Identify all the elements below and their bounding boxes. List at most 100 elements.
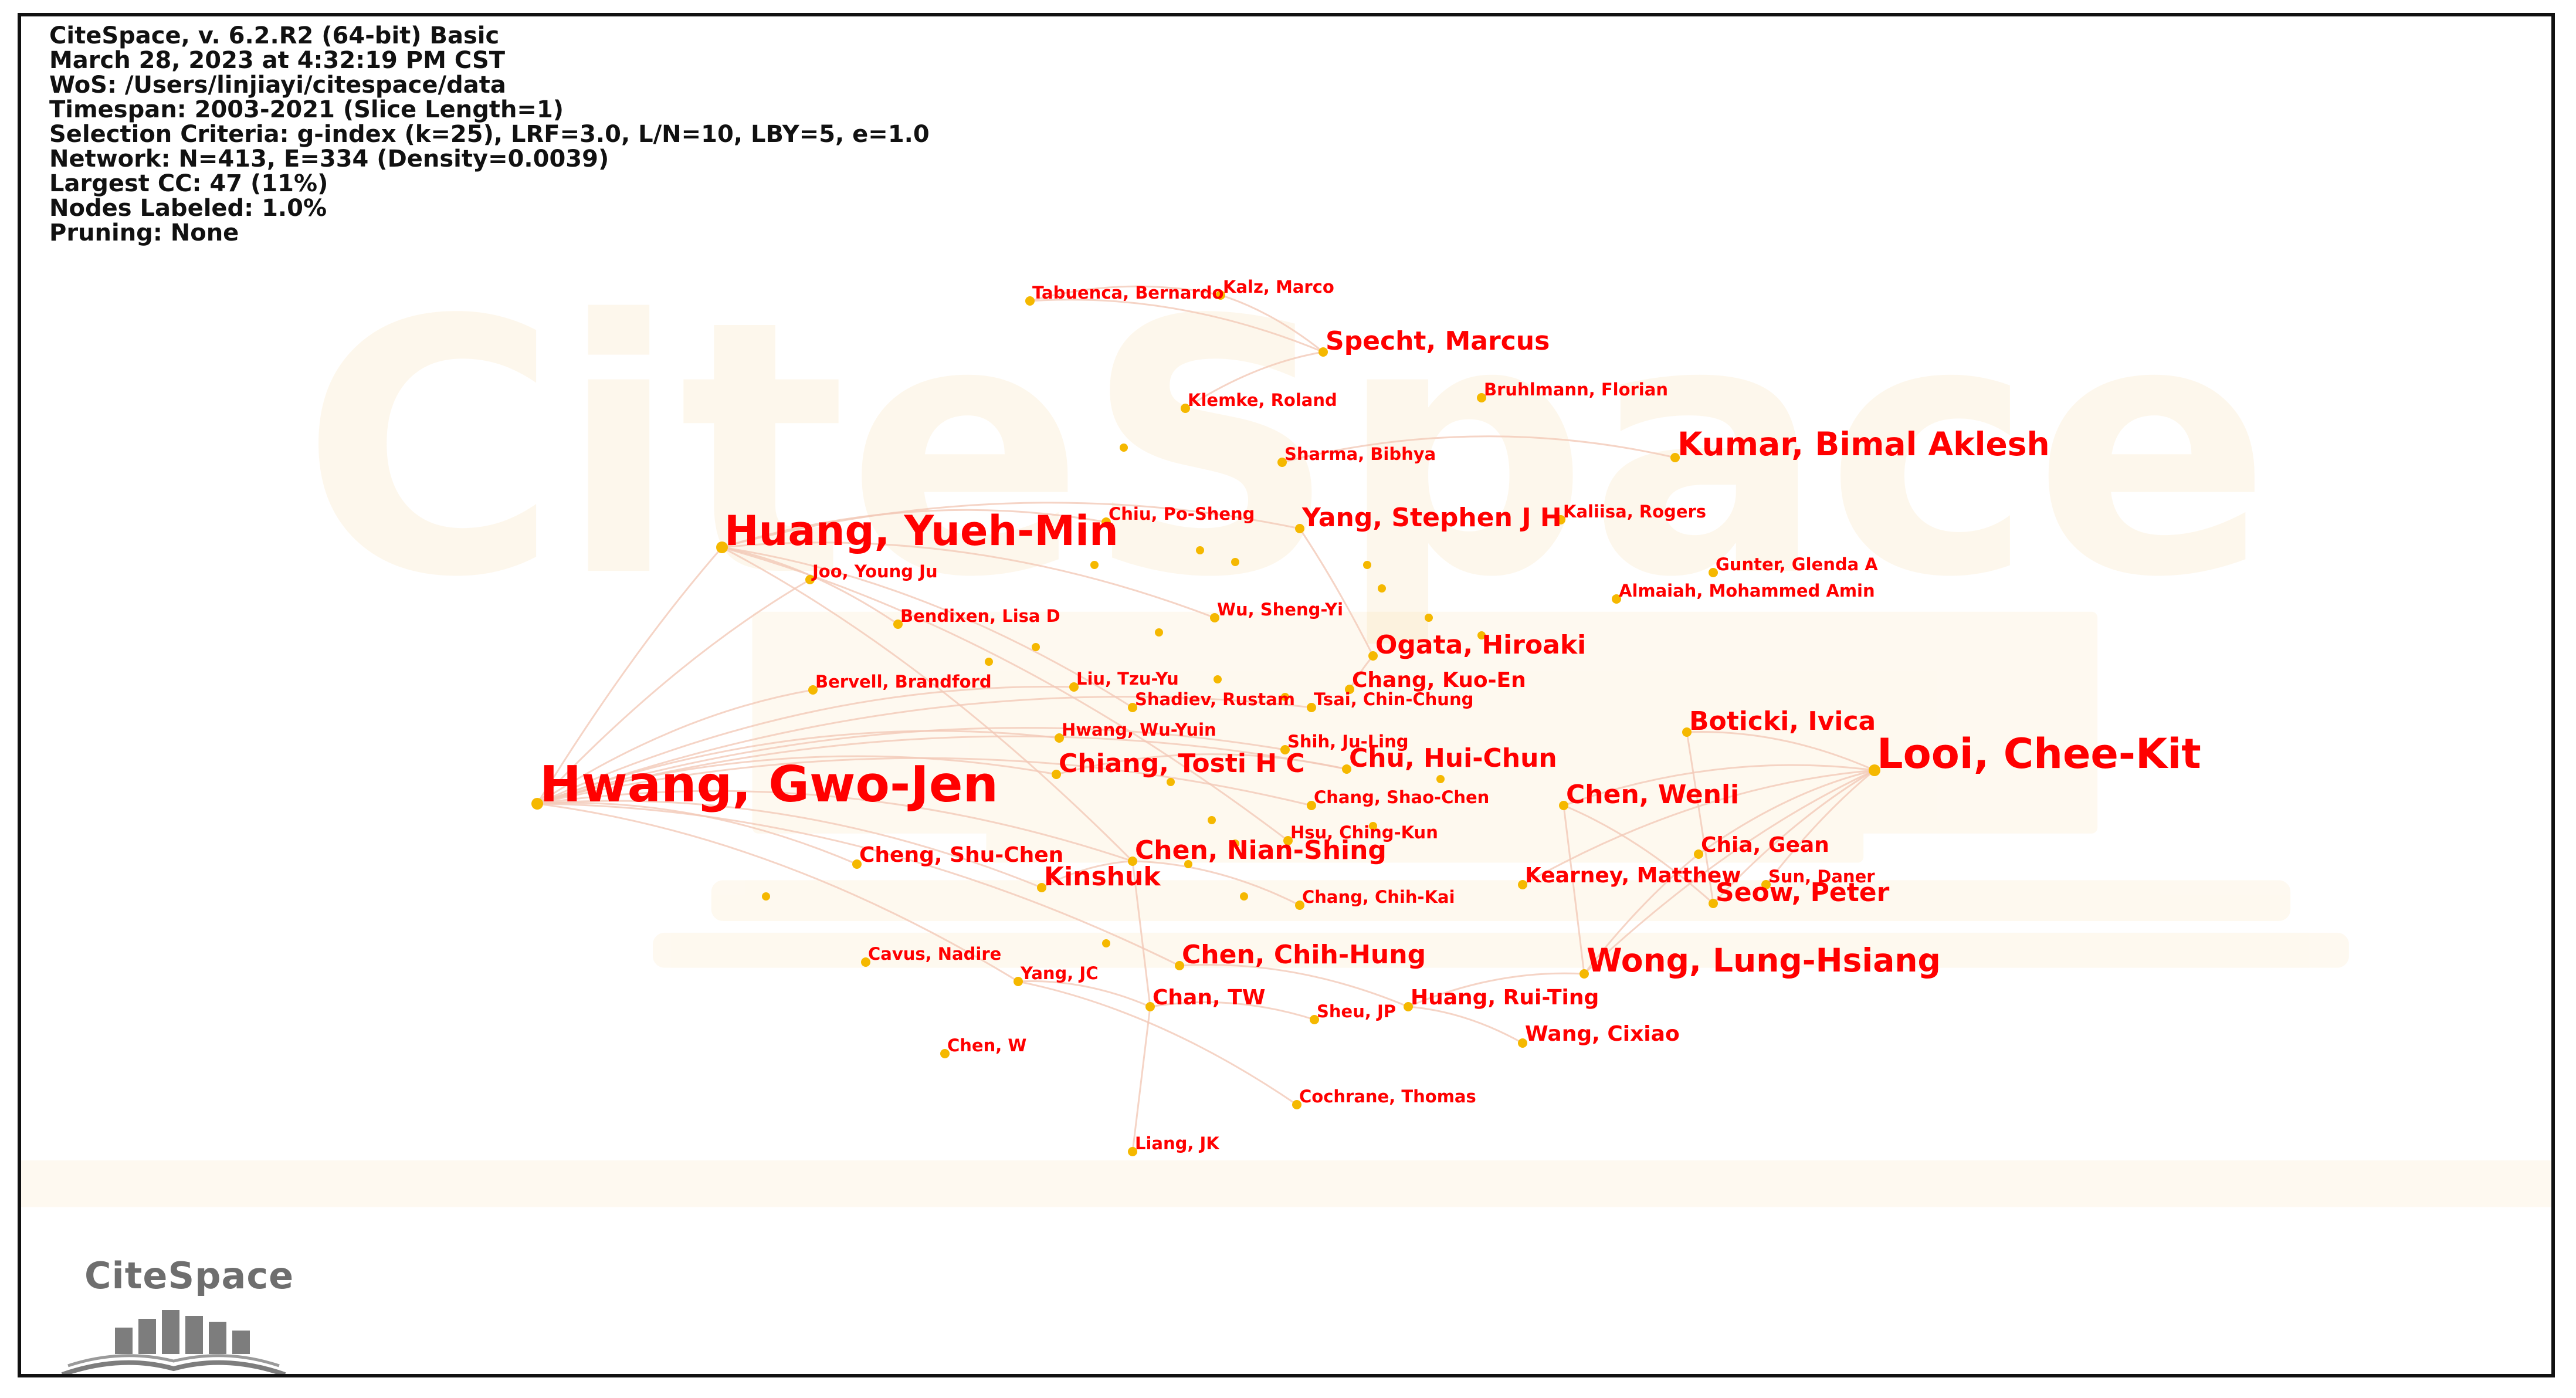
author-label-kalz[interactable]: Kalz, Marco [1223, 277, 1334, 297]
author-node-ogata[interactable] [1368, 651, 1378, 661]
author-node-chang_ck[interactable] [1295, 901, 1304, 910]
author-label-kinshuk[interactable]: Kinshuk [1044, 862, 1161, 892]
author-node[interactable] [1378, 584, 1386, 593]
author-node-chia[interactable] [1694, 849, 1703, 859]
author-label-sheu[interactable]: Sheu, JP [1317, 1001, 1396, 1021]
author-node[interactable] [1184, 860, 1192, 868]
author-node[interactable] [1281, 693, 1289, 701]
author-node-kearney[interactable] [1518, 880, 1527, 889]
author-label-kearney[interactable]: Kearney, Matthew [1525, 864, 1741, 888]
author-node[interactable] [1167, 778, 1175, 786]
author-label-almaiah[interactable]: Almaiah, Mohammed Amin [1619, 581, 1875, 601]
author-node-almaiah[interactable] [1612, 594, 1621, 604]
author-label-kumar[interactable]: Kumar, Bimal Aklesh [1677, 425, 2050, 463]
author-label-joo[interactable]: Joo, Young Ju [811, 561, 938, 581]
author-label-chang_sc[interactable]: Chang, Shao-Chen [1314, 787, 1489, 807]
author-node-cheng[interactable] [852, 859, 862, 869]
author-node-yang_jc[interactable] [1014, 977, 1023, 986]
author-node[interactable] [1425, 614, 1433, 622]
author-node[interactable] [1208, 816, 1216, 824]
author-node[interactable] [1231, 840, 1239, 848]
author-node-seow[interactable] [1709, 899, 1718, 908]
author-label-bendixen[interactable]: Bendixen, Lisa D [900, 606, 1060, 626]
author-node-specht[interactable] [1318, 347, 1328, 357]
author-label-cavus[interactable]: Cavus, Nadire [868, 944, 1001, 964]
author-label-shadiev[interactable]: Shadiev, Rustam [1135, 689, 1295, 709]
author-node-hwang_gj[interactable] [531, 798, 543, 810]
author-label-gunter[interactable]: Gunter, Glenda A [1716, 554, 1878, 574]
author-label-ogata[interactable]: Ogata, Hiroaki [1375, 630, 1586, 660]
author-label-liu[interactable]: Liu, Tzu-Yu [1076, 669, 1179, 689]
author-label-chan[interactable]: Chan, TW [1153, 986, 1265, 1010]
author-node[interactable] [1196, 546, 1204, 554]
author-node-kalz[interactable] [1216, 290, 1225, 300]
author-label-chen_ch[interactable]: Chen, Chih-Hung [1182, 940, 1426, 970]
author-node-sun[interactable] [1761, 880, 1771, 889]
author-label-hsu[interactable]: Hsu, Ching-Kun [1290, 822, 1438, 842]
author-label-chang_ck[interactable]: Chang, Chih-Kai [1302, 887, 1455, 907]
author-label-chen_w[interactable]: Chen, W [947, 1035, 1026, 1055]
author-node-kaliisa[interactable] [1556, 515, 1565, 524]
author-label-chen_wl[interactable]: Chen, Wenli [1566, 780, 1739, 810]
author-node-wang[interactable] [1518, 1038, 1527, 1048]
author-node-kumar[interactable] [1670, 453, 1680, 462]
author-label-huang_rt[interactable]: Huang, Rui-Ting [1411, 986, 1599, 1010]
author-node[interactable] [1032, 643, 1040, 651]
author-node-chang_sc[interactable] [1307, 801, 1316, 810]
author-node[interactable] [1369, 822, 1377, 830]
author-node-klemke[interactable] [1181, 404, 1190, 413]
author-label-bervell[interactable]: Bervell, Brandford [815, 672, 992, 692]
author-node[interactable] [762, 892, 770, 901]
author-label-tabuenca[interactable]: Tabuenca, Bernardo [1032, 283, 1223, 303]
author-node-tabuenca[interactable] [1025, 296, 1035, 306]
author-node-chen_ch[interactable] [1175, 961, 1184, 970]
author-node-shadiev[interactable] [1128, 703, 1137, 712]
author-node-bendixen[interactable] [893, 620, 903, 629]
author-node[interactable] [1231, 558, 1239, 566]
author-node-joo[interactable] [805, 575, 815, 584]
author-node-huang_rt[interactable] [1404, 1002, 1413, 1011]
author-label-hwang_wy[interactable]: Hwang, Wu-Yuin [1062, 720, 1216, 740]
author-node[interactable] [1477, 631, 1486, 639]
author-node-chen_w[interactable] [940, 1049, 950, 1058]
author-node-liang[interactable] [1128, 1147, 1137, 1156]
author-label-wu[interactable]: Wu, Sheng-Yi [1217, 600, 1343, 620]
author-node-chan[interactable] [1145, 1002, 1155, 1011]
author-label-shih[interactable]: Shih, Ju-Ling [1287, 732, 1409, 752]
author-node-bervell[interactable] [808, 685, 818, 695]
author-node[interactable] [1436, 775, 1445, 783]
author-label-seow[interactable]: Seow, Peter [1716, 878, 1890, 908]
author-node[interactable] [1155, 628, 1163, 637]
author-label-cheng[interactable]: Cheng, Shu-Chen [859, 843, 1063, 867]
author-node-cavus[interactable] [861, 957, 870, 967]
author-node-bruhlmann[interactable] [1477, 393, 1486, 402]
author-node-chiu[interactable] [1101, 517, 1111, 527]
author-node-kinshuk[interactable] [1037, 883, 1046, 892]
author-node-shih[interactable] [1280, 745, 1290, 754]
author-node-hsu[interactable] [1283, 836, 1293, 845]
author-label-yang_jc[interactable]: Yang, JC [1020, 963, 1099, 983]
author-node-sharma[interactable] [1277, 458, 1287, 467]
author-node-hwang_wy[interactable] [1055, 733, 1064, 743]
author-node-wong[interactable] [1580, 969, 1589, 979]
author-node-huang_ym[interactable] [716, 541, 728, 553]
author-node-gunter[interactable] [1709, 568, 1718, 577]
author-label-chu[interactable]: Chu, Hui-Chun [1349, 743, 1557, 773]
author-label-chiang[interactable]: Chiang, Tosti H C [1059, 749, 1305, 778]
author-node-boticki[interactable] [1682, 727, 1692, 737]
author-label-chen_ns[interactable]: Chen, Nian-Shing [1135, 835, 1387, 865]
author-node-liu[interactable] [1069, 682, 1079, 692]
author-label-hwang_gj[interactable]: Hwang, Gwo-Jen [540, 756, 998, 814]
author-node-chen_wl[interactable] [1559, 801, 1568, 810]
author-label-huang_ym[interactable]: Huang, Yueh-Min [724, 507, 1118, 555]
author-node-chen_ns[interactable] [1128, 857, 1137, 866]
author-label-boticki[interactable]: Boticki, Ivica [1689, 706, 1876, 736]
author-label-tsai[interactable]: Tsai, Chin-Chung [1314, 689, 1473, 709]
author-label-specht[interactable]: Specht, Marcus [1326, 326, 1550, 356]
author-label-wang[interactable]: Wang, Cixiao [1525, 1022, 1680, 1046]
author-node-chiang[interactable] [1052, 770, 1061, 779]
author-node-cochrane[interactable] [1292, 1100, 1301, 1109]
author-label-yang_sjh[interactable]: Yang, Stephen J H [1301, 503, 1562, 533]
author-label-klemke[interactable]: Klemke, Roland [1188, 390, 1337, 410]
